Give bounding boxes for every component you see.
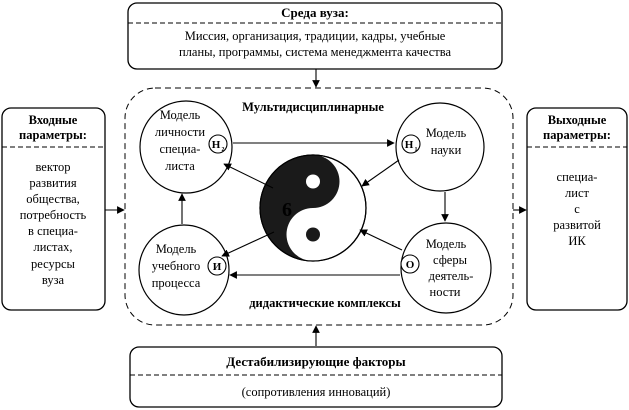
model-personality-line-4: листа (165, 159, 195, 173)
model-learning: Модель учебного процесса И (138, 224, 230, 316)
input-box-line-1: вектор (35, 160, 70, 174)
input-box-line-3: общества, (26, 192, 80, 206)
model-learning-badge (207, 256, 227, 276)
model-science-line-2: науки (431, 143, 462, 157)
model-science-badge (401, 134, 421, 154)
model-activity-badge (400, 254, 420, 274)
arrow-center-to-learning (221, 231, 275, 257)
env-box-title: Среда вуза: (281, 5, 349, 20)
output-box: Выходные параметры: специа- лист с разви… (526, 107, 628, 311)
input-box: Входные параметры: вектор развития общес… (1, 107, 106, 311)
model-activity-line-4: ности (430, 285, 461, 299)
model-activity-line-1: Модель (426, 237, 467, 251)
input-box-line-7: ресурсы (31, 257, 76, 271)
input-box-title-2: параметры: (19, 128, 87, 142)
model-personality-line-3: специа- (160, 142, 201, 156)
model-personality-line-2: личности (155, 125, 205, 139)
destab-box-subtitle: (сопротивления инноваций) (242, 385, 391, 399)
yinyang-symbol: 6 9 (259, 154, 367, 262)
model-activity-line-3: деятель- (429, 269, 474, 283)
model-science-badge-letter: Н (405, 139, 414, 151)
yinyang-right-digit: 9 (345, 197, 355, 219)
model-learning-line-2: учебного (152, 259, 200, 273)
model-science-badge-sub: 1 (415, 147, 418, 153)
output-box-line-1: специа- (557, 170, 598, 184)
model-personality-badge-letter: Н (212, 139, 221, 151)
complex-frame (124, 87, 514, 326)
output-box-title-1: Выходные (548, 113, 607, 127)
input-box-line-5: в специа- (28, 224, 78, 238)
output-box-line-5: ИК (568, 234, 586, 248)
output-box-line-2: лист (565, 186, 589, 200)
model-personality-line-1: Модель (160, 108, 201, 122)
input-box-line-6: листах, (33, 240, 72, 254)
arrow-activity-to-center (359, 229, 403, 251)
model-activity: Модель сферы деятель- ности О (400, 222, 492, 314)
output-box-title-2: параметры: (543, 128, 611, 142)
model-science-line-1: Модель (426, 126, 467, 140)
arrow-center-to-personality (223, 163, 274, 189)
yinyang-left-digit: 6 (282, 199, 292, 221)
model-learning-line-3: процесса (152, 276, 201, 290)
model-science: Модель науки Н 1 (395, 102, 485, 192)
complex-bottom-label: дидактические комплексы (249, 296, 401, 310)
input-box-line-2: развития (29, 176, 76, 190)
model-personality-badge-sub: 2 (222, 147, 225, 153)
env-box-line-2: планы, программы, система менеджмента ка… (179, 45, 451, 59)
input-box-line-8: вуза (42, 273, 65, 287)
output-box-line-3: с (574, 202, 580, 216)
complex-top-label: Мультидисциплинарные (242, 100, 384, 114)
env-box: Среда вуза: Миссия, организация, традици… (127, 2, 503, 70)
model-personality: Модель личности специа- листа Н 2 (139, 100, 233, 194)
destab-box-title: Дестабилизирующие факторы (226, 354, 405, 369)
model-learning-line-1: Модель (156, 242, 197, 256)
destab-box: Дестабилизирующие факторы (сопротивления… (129, 346, 503, 408)
input-box-line-4: потребность (20, 208, 87, 222)
model-activity-badge-letter: О (406, 259, 415, 271)
env-box-line-1: Миссия, организация, традиции, кадры, уч… (185, 29, 446, 43)
model-personality-badge (208, 134, 228, 154)
input-box-title-1: Входные (29, 113, 78, 127)
model-activity-line-2: сферы (433, 253, 468, 267)
output-box-line-4: развитой (553, 218, 601, 232)
arrow-science-to-center (361, 159, 400, 187)
model-learning-badge-letter: И (213, 261, 222, 273)
